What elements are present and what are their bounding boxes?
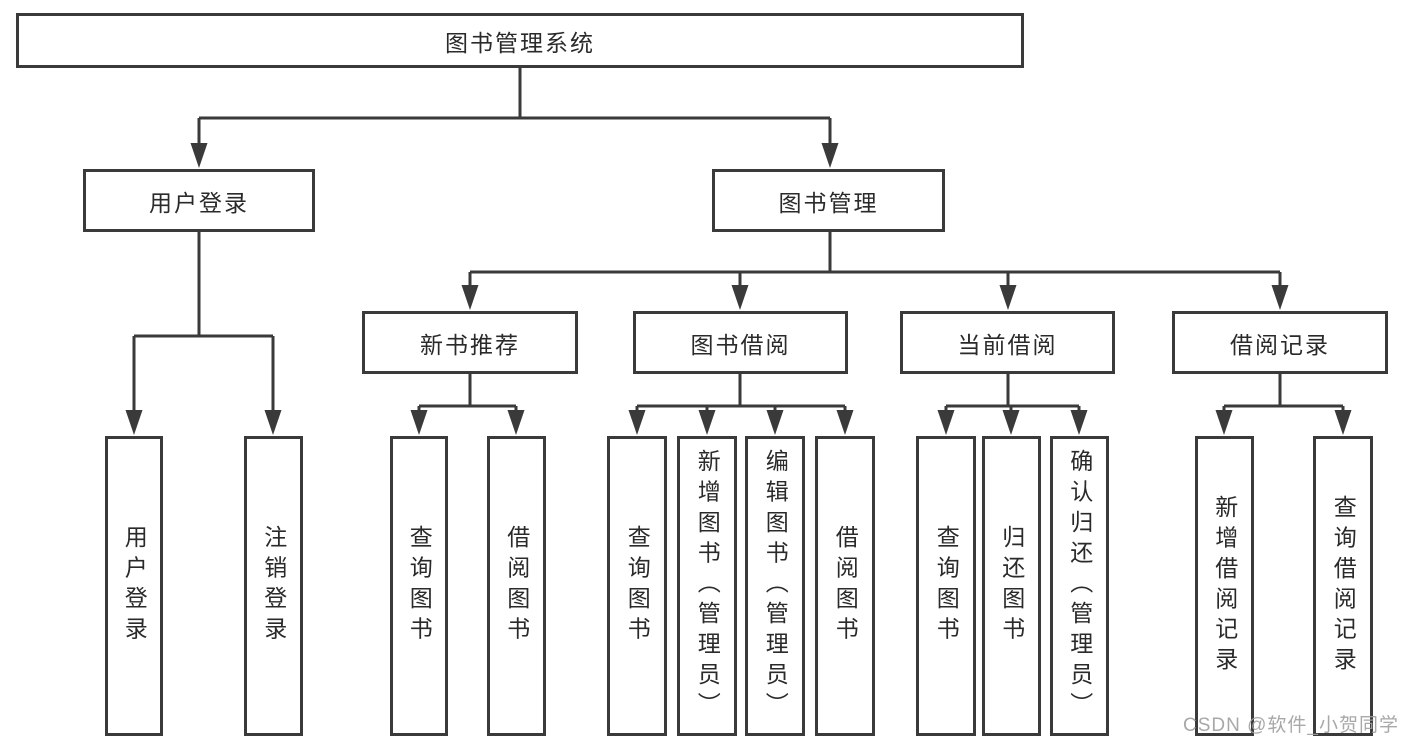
arrowhead-icon (410, 410, 428, 435)
csdn-watermark: CSDN @软件_小贺同学 (1183, 715, 1399, 736)
node-label: 借阅图书 (503, 525, 530, 647)
arrowhead-icon (698, 410, 716, 435)
node-label: 新书推荐 (420, 331, 520, 358)
node-book-management: 图书管理 (712, 169, 945, 232)
leaf-confirm-return-admin: 确认归还（管理员） (1050, 436, 1109, 736)
arrowhead-icon (507, 410, 525, 435)
node-label: 借阅图书 (832, 525, 859, 647)
arrowhead-icon (125, 410, 143, 435)
leaf-borrow-books-1: 借阅图书 (487, 436, 546, 736)
node-label: 用户登录 (149, 189, 249, 216)
arrowhead-icon (731, 285, 749, 310)
leaf-user-login: 用户登录 (105, 436, 163, 736)
node-current-borrowing: 当前借阅 (900, 311, 1115, 374)
leaf-return-books: 归还图书 (982, 436, 1041, 736)
arrowhead-icon (461, 285, 479, 310)
arrowhead-icon (1002, 410, 1020, 435)
node-label: 注销登录 (260, 525, 287, 647)
node-label: 编辑图书（管理员） (762, 449, 789, 723)
connector-root (197, 68, 832, 145)
node-borrowing-records: 借阅记录 (1172, 311, 1388, 374)
leaf-edit-books-admin: 编辑图书（管理员） (745, 436, 805, 736)
arrowhead-icon (937, 410, 955, 435)
node-label: 图书管理系统 (445, 29, 595, 56)
connector-user-login (132, 232, 275, 412)
arrowhead-icon (836, 410, 854, 435)
arrowhead-icon (766, 410, 784, 435)
node-label: 用户登录 (121, 525, 148, 647)
leaf-query-books-3: 查询图书 (916, 436, 976, 736)
node-label: 确认归还（管理员） (1066, 449, 1093, 723)
arrowhead-icon (1271, 285, 1289, 310)
node-label: 图书借阅 (690, 331, 791, 358)
connector-new-book (417, 374, 518, 412)
arrowhead-icon (628, 410, 646, 435)
node-label: 当前借阅 (957, 331, 1058, 358)
leaf-query-borrow-record: 查询借阅记录 (1313, 436, 1373, 736)
leaf-add-books-admin: 新增图书（管理员） (677, 436, 737, 736)
node-new-book-recommendation: 新书推荐 (362, 311, 578, 374)
node-library-management-system: 图书管理系统 (16, 13, 1024, 68)
node-label: 查询图书 (933, 525, 960, 647)
leaf-add-borrow-record: 新增借阅记录 (1195, 436, 1254, 736)
arrowhead-icon (1334, 410, 1352, 435)
node-label: 新增借阅记录 (1211, 494, 1238, 678)
leaf-borrow-books-2: 借阅图书 (815, 436, 875, 736)
node-label: 查询图书 (406, 525, 433, 647)
arrowhead-icon (1215, 410, 1233, 435)
connector-book-borrow (635, 374, 847, 412)
arrowhead-icon (999, 285, 1017, 310)
node-book-borrowing: 图书借阅 (633, 311, 848, 374)
arrowhead-icon (190, 143, 208, 168)
arrowhead-icon (1070, 410, 1088, 435)
leaf-logout: 注销登录 (244, 436, 303, 736)
connector-current-borrow (944, 374, 1081, 412)
connector-borrow-records (1222, 374, 1345, 412)
node-label: 图书管理 (778, 189, 879, 216)
arrowhead-icon (821, 143, 839, 168)
leaf-query-books-2: 查询图书 (607, 436, 667, 736)
leaf-query-books-1: 查询图书 (390, 436, 448, 736)
arrowhead-icon (264, 410, 282, 435)
node-label: 借阅记录 (1230, 331, 1330, 358)
node-label: 归还图书 (998, 525, 1025, 647)
node-label: 查询借阅记录 (1330, 494, 1357, 678)
node-label: 查询图书 (624, 525, 651, 647)
node-user-login: 用户登录 (83, 169, 315, 232)
connector-book-management (468, 232, 1282, 287)
node-label: 新增图书（管理员） (694, 449, 721, 723)
